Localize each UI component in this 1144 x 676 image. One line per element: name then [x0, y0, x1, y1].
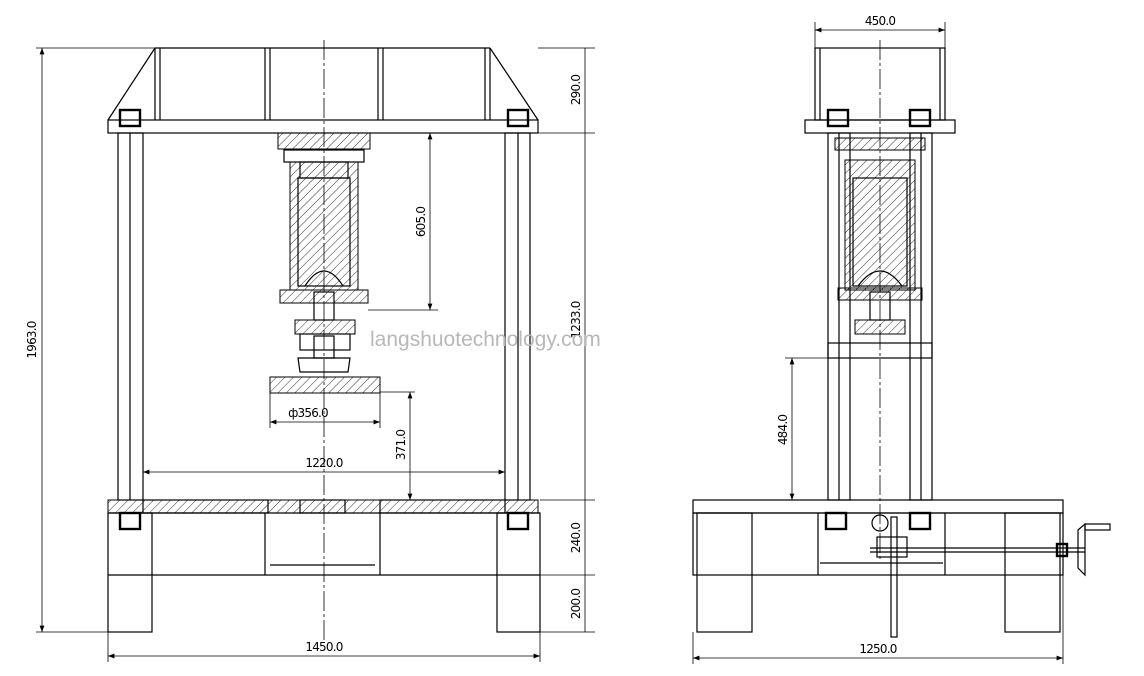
dim-overall-depth: 1250.0 — [859, 642, 896, 656]
dim-overall-width: 1450.0 — [305, 640, 342, 654]
dim-platen-diameter: ф356.0 — [288, 406, 328, 420]
dim-column-span: 1220.0 — [305, 456, 342, 470]
dim-stroke-height: 484.0 — [776, 415, 790, 446]
dim-cylinder-length: 605.0 — [414, 207, 428, 238]
dim-daylight: 371.0 — [394, 430, 408, 461]
handwheel — [870, 522, 1111, 577]
top-frame — [107, 47, 539, 134]
side-view: 450.0 484.0 1250.0 — [692, 14, 1111, 664]
pressure-gauge — [871, 514, 908, 638]
hydraulic-cylinder — [269, 40, 381, 640]
watermark: langshuotechnology.com — [370, 328, 601, 351]
columns — [117, 132, 531, 501]
dim-column-height: 1233.0 — [569, 301, 583, 338]
dim-leg-height: 200.0 — [569, 589, 583, 620]
base — [107, 499, 541, 633]
dim-top-width: 450.0 — [865, 14, 896, 28]
side-dimensions: 450.0 484.0 1250.0 — [692, 14, 1064, 664]
dim-top-frame-height: 290.0 — [569, 75, 583, 106]
front-view: 1963.0 290.0 1233.0 240.0 200.0 605.0 37… — [25, 40, 595, 662]
front-dimensions: 1963.0 290.0 1233.0 240.0 200.0 605.0 37… — [25, 47, 595, 662]
dim-total-height: 1963.0 — [25, 321, 39, 358]
dim-base-height: 240.0 — [569, 523, 583, 554]
